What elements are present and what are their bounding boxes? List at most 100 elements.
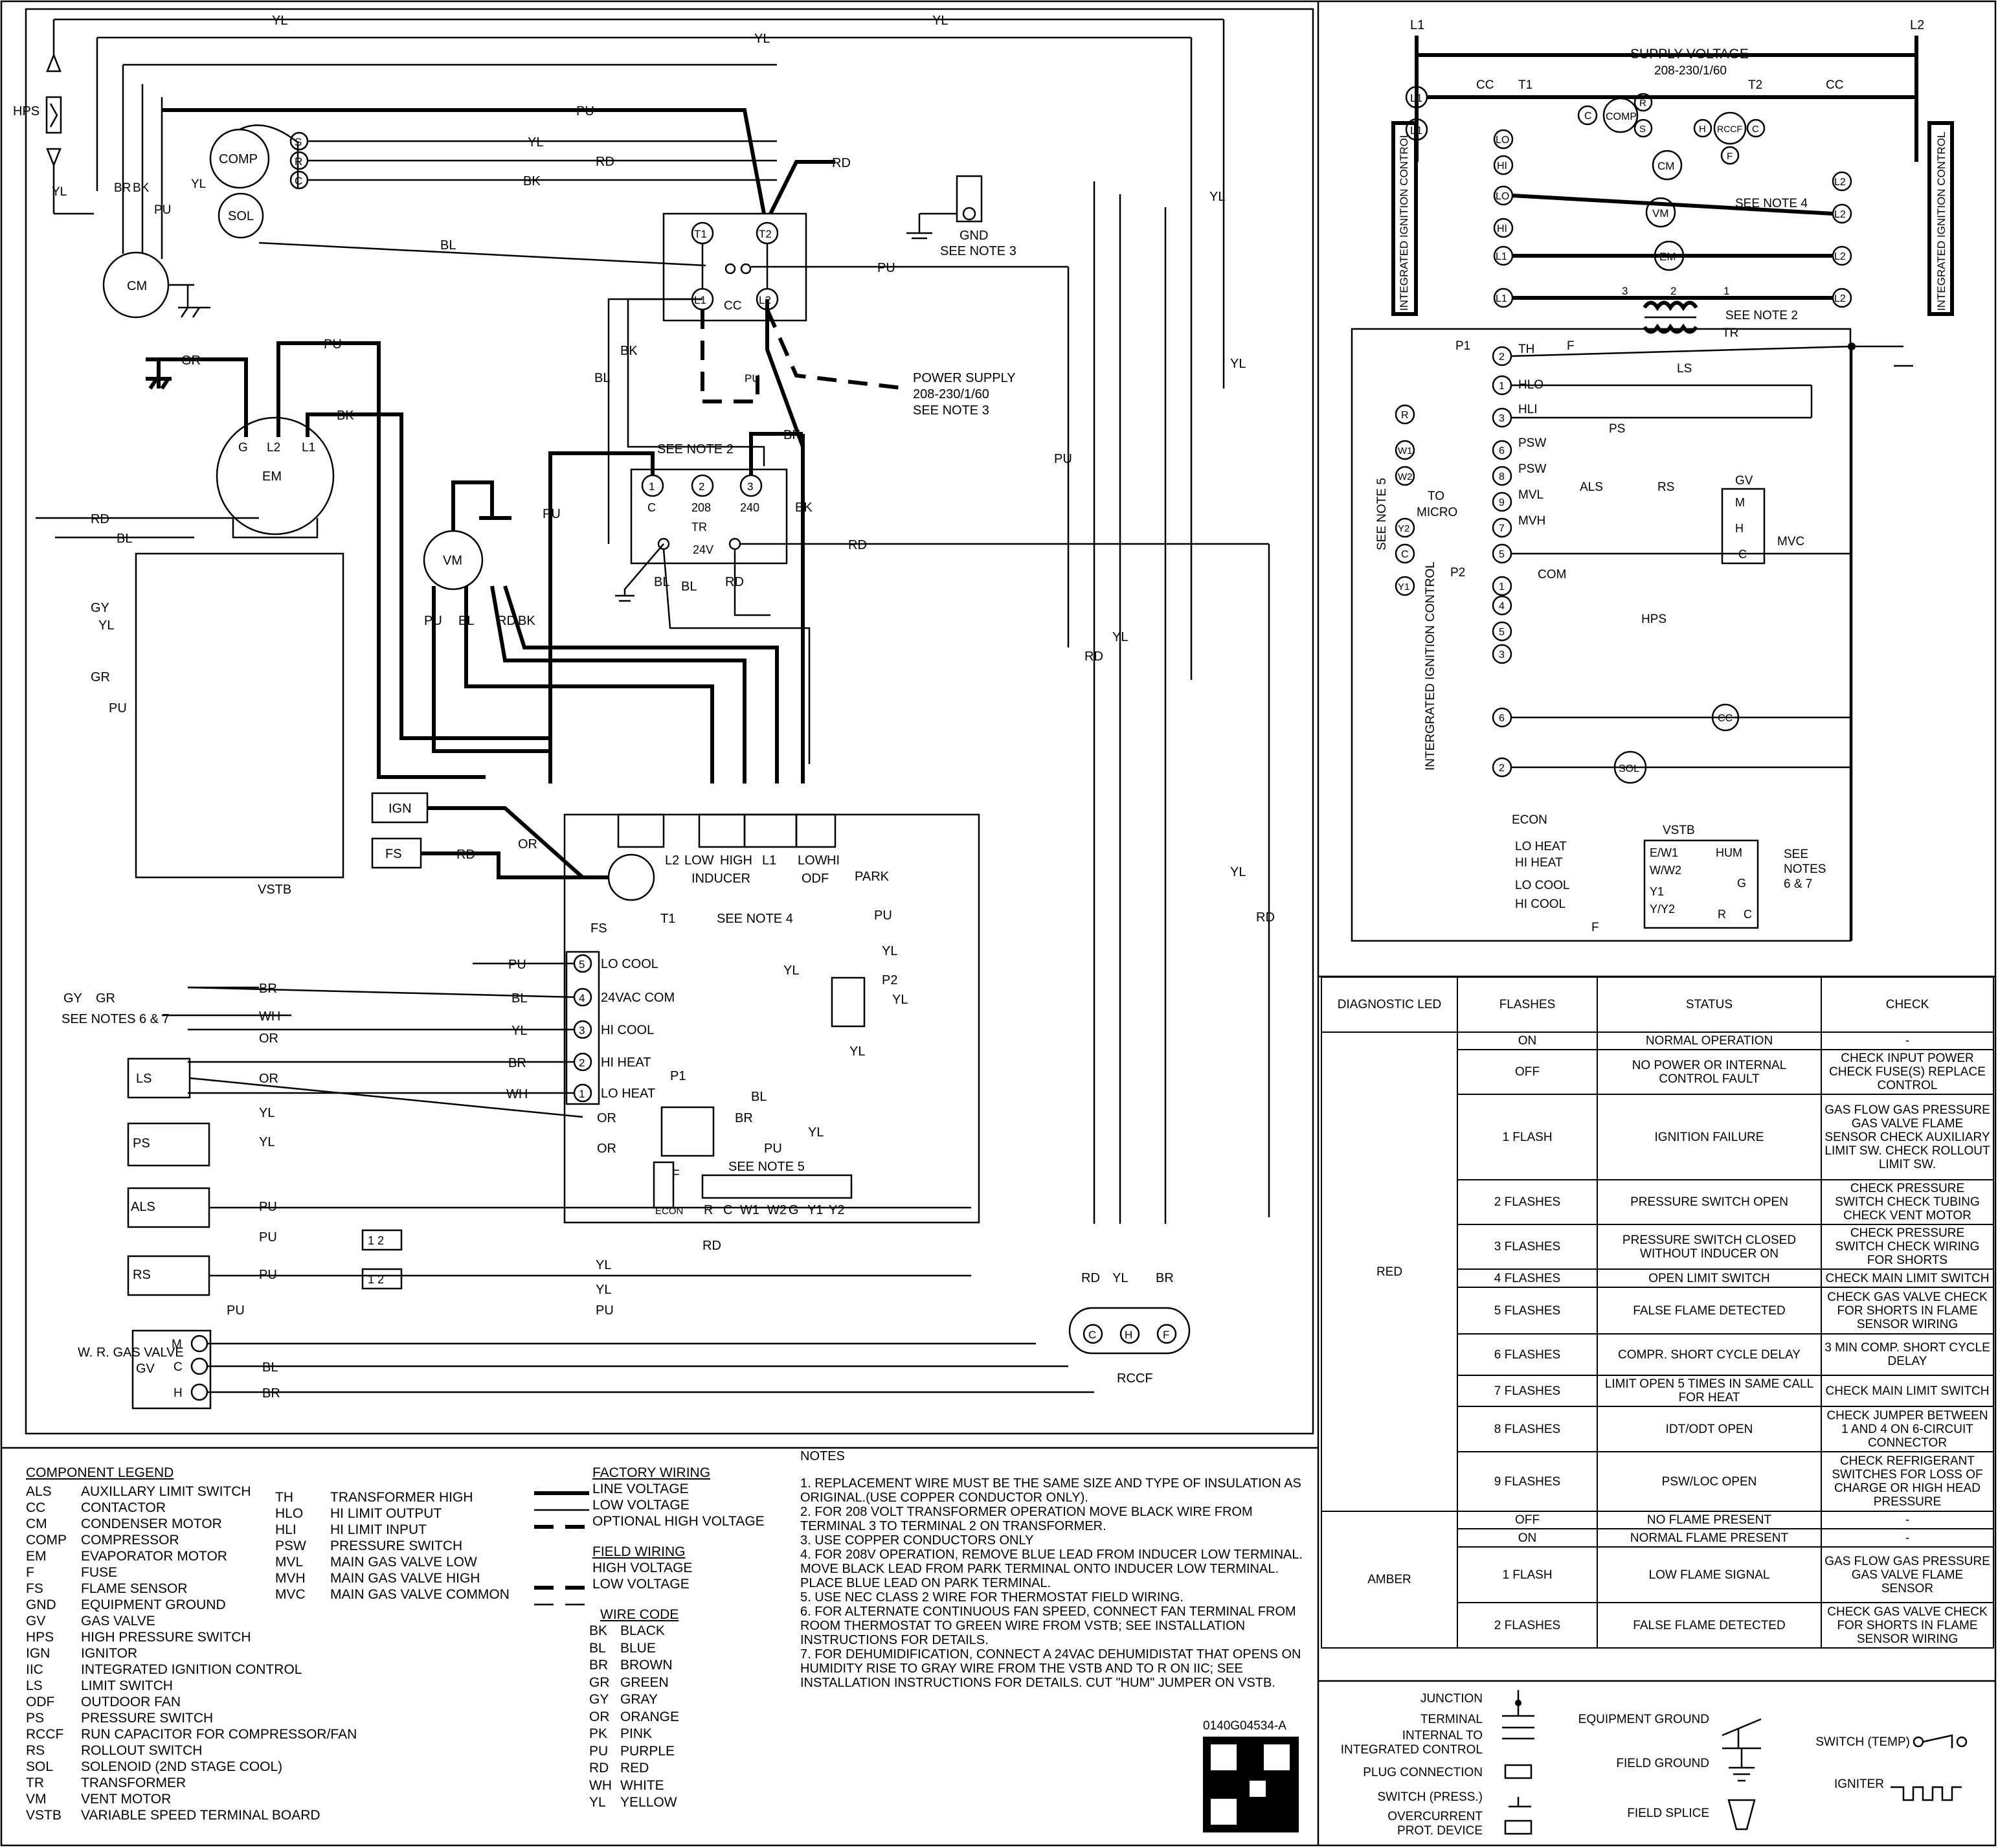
svg-text:3: 3 [579, 1024, 585, 1037]
svg-text:YL: YL [596, 1283, 611, 1297]
compressor: COMP S R C [209, 124, 309, 190]
svg-text:PU: PU [109, 701, 127, 716]
svg-text:GY: GY [63, 991, 82, 1006]
svg-text:T2: T2 [759, 228, 772, 240]
legend-desc: RUN CAPACITOR FOR COMPRESSOR/FAN [81, 1727, 357, 1742]
svg-text:6 & 7: 6 & 7 [1784, 877, 1812, 891]
wire-label-pu: PU [154, 203, 171, 217]
legend-abbr: GND [26, 1597, 56, 1612]
svg-text:L2: L2 [759, 294, 771, 306]
svg-text:M: M [172, 1338, 182, 1351]
svg-text:GND: GND [960, 229, 988, 243]
svg-text:HI COOL: HI COOL [601, 1023, 654, 1037]
svg-text:GR: GR [91, 670, 110, 684]
wire-label-yl: YL [932, 14, 948, 28]
svg-text:GR: GR [96, 991, 115, 1006]
svg-text:L1: L1 [762, 853, 776, 868]
diag-check-cell: - [1821, 1511, 1994, 1529]
wire-code-color: YELLOW [620, 1795, 677, 1810]
svg-text:W2: W2 [1398, 471, 1413, 482]
p1-plug [660, 1106, 715, 1157]
legend-abbr: ALS [26, 1484, 52, 1499]
diag-status-cell: PRESSURE SWITCH CLOSED WITHOUT INDUCER O… [1597, 1224, 1822, 1270]
svg-text:RD: RD [596, 155, 614, 169]
svg-text:P1: P1 [1455, 339, 1470, 353]
svg-text:C: C [1584, 111, 1592, 122]
legend-abbr: MVC [275, 1587, 306, 1602]
wire-code-abbr: BL [589, 1640, 606, 1656]
svg-text:WH: WH [259, 1009, 280, 1024]
diag-status-cell: IDT/ODT OPEN [1597, 1406, 1822, 1452]
hps-label: HPS [13, 104, 39, 118]
svg-text:YL: YL [849, 1044, 865, 1059]
wire-code-abbr: WH [589, 1777, 612, 1793]
svg-text:YL: YL [1230, 865, 1246, 879]
svg-text:PS: PS [1609, 422, 1625, 436]
svg-text:HI: HI [827, 853, 840, 868]
svg-text:PU: PU [1054, 452, 1072, 466]
sym-junction-label: JUNCTION [1420, 1692, 1483, 1706]
wire-code-color: GRAY [620, 1692, 658, 1707]
legend-abbr: TR [26, 1775, 44, 1790]
sol-label: SOL [228, 209, 254, 223]
comp-label: COMP [219, 152, 258, 166]
led-color-cell: RED [1321, 1031, 1458, 1512]
wire-code-abbr: GY [589, 1692, 609, 1707]
svg-text:TO: TO [1428, 490, 1444, 503]
diag-status-cell: NORMAL FLAME PRESENT [1597, 1528, 1822, 1548]
svg-text:L1: L1 [302, 441, 315, 455]
svg-text:ODF: ODF [802, 872, 829, 886]
sym-field-ground-label: FIELD GROUND [1616, 1757, 1709, 1770]
diag-check-cell: CHECK REFRIGERANT SWITCHES FOR LOSS OF C… [1821, 1451, 1994, 1512]
svg-text:LO: LO [1496, 135, 1509, 146]
svg-text:24VAC COM: 24VAC COM [601, 991, 675, 1005]
svg-text:RD: RD [497, 614, 516, 628]
legend-abbr: VSTB [26, 1808, 62, 1823]
wire-label-yl: YL [272, 14, 287, 28]
svg-text:YL: YL [1230, 357, 1246, 371]
svg-text:YL: YL [882, 944, 897, 958]
svg-text:9: 9 [1499, 497, 1505, 508]
svg-text:RS: RS [133, 1268, 151, 1282]
svg-text:2: 2 [579, 1057, 585, 1069]
svg-text:Y1: Y1 [1650, 885, 1664, 898]
diag-status-cell: LOW FLAME SIGNAL [1597, 1546, 1822, 1603]
col-diagnostic-led: DIAGNOSTIC LED [1321, 976, 1458, 1033]
svg-text:YL: YL [892, 993, 908, 1007]
svg-text:VSTB: VSTB [258, 883, 291, 897]
wiring-legend: FACTORY WIRING LINE VOLTAGE LOW VOLTAGE … [589, 1465, 765, 1812]
ignitor-symbol [607, 853, 655, 901]
svg-text:BL: BL [681, 580, 697, 594]
svg-text:1: 1 [649, 480, 655, 493]
svg-text:C: C [723, 1203, 732, 1217]
wire-code-color: WHITE [620, 1777, 664, 1793]
svg-text:YL: YL [98, 618, 114, 633]
diag-check-cell: - [1821, 1528, 1994, 1548]
svg-text:RD: RD [725, 575, 744, 589]
svg-text:4: 4 [1499, 601, 1505, 612]
diag-status-cell: OPEN LIMIT SWITCH [1597, 1268, 1822, 1288]
svg-text:LO HEAT: LO HEAT [601, 1087, 655, 1101]
legend-abbr: PSW [275, 1538, 306, 1553]
svg-text:SEE NOTE 5: SEE NOTE 5 [1375, 478, 1389, 550]
svg-text:L2: L2 [665, 853, 679, 868]
svg-text:H: H [1699, 124, 1706, 135]
svg-text:BK: BK [523, 174, 541, 188]
ground-terminal [906, 175, 983, 240]
svg-text:ECON: ECON [1512, 813, 1547, 827]
